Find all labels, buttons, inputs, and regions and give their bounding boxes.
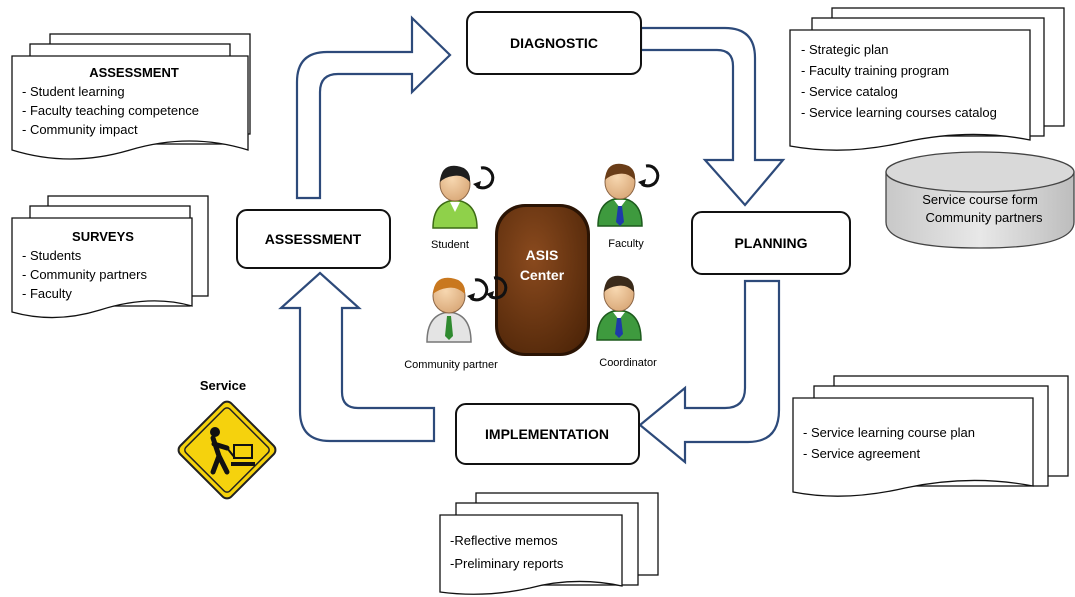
community-partner-label: Community partner [404,359,498,371]
service-sign-label: Service [200,378,246,393]
planning-output-item: - Service agreement [803,446,920,461]
assessment-doc-item: - Faculty teaching competence [22,103,199,118]
asis-center-line2: Center [520,267,565,283]
student-label: Student [431,239,469,251]
diagnostic-output-item: - Service learning courses catalog [801,105,997,120]
stage-implementation-label: IMPLEMENTATION [485,426,609,442]
service-sign-icon [177,400,277,500]
surveys-doc-item: - Faculty [22,286,72,301]
community-partner-avatar [426,277,489,343]
database-cylinder: Service course form Community partners [885,151,1075,249]
diagnostic-output-item: - Service catalog [801,84,898,99]
surveys-document-stack: SURVEYS - Students - Community partners … [11,195,209,319]
coordinator-label: Coordinator [599,357,657,369]
diagnostic-outputs-document-stack: - Strategic plan - Faculty training prog… [789,7,1065,151]
database-line1: Service course form [922,192,1038,207]
assessment-document-stack: ASSESSMENT - Student learning - Faculty … [11,33,251,160]
coordinator-rotate-icon [489,276,508,300]
asis-center-table: ASIS Center [495,204,590,356]
arrow-assessment-to-diagnostic [295,15,452,200]
student-rotate-icon [476,166,495,190]
coordinator-avatar [596,275,642,341]
planning-output-item: - Service learning course plan [803,425,975,440]
arrow-implementation-to-assessment [278,271,436,443]
asis-center-line1: ASIS [526,247,559,263]
assessment-doc-item: - Student learning [22,84,125,99]
stage-planning-label: PLANNING [734,235,807,251]
assessment-doc-title: ASSESSMENT [89,65,179,80]
arrow-diagnostic-to-planning [639,26,786,207]
diagnostic-output-item: - Strategic plan [801,42,888,57]
implementation-outputs-document-stack: -Reflective memos -Preliminary reports [439,492,659,595]
assessment-doc-item: - Community impact [22,122,138,137]
stage-assessment-label: ASSESSMENT [265,231,362,247]
student-avatar [432,165,495,229]
implementation-output-item: -Preliminary reports [450,556,564,571]
stage-diagnostic-label: DIAGNOSTIC [510,35,598,51]
surveys-doc-title: SURVEYS [72,229,134,244]
faculty-rotate-icon [641,164,660,188]
stage-assessment: ASSESSMENT [236,209,391,269]
planning-outputs-document-stack: - Service learning course plan - Service… [792,375,1069,497]
community-partner-rotate-icon [470,278,489,302]
diagnostic-output-item: - Faculty training program [801,63,949,78]
surveys-doc-item: - Students [22,248,82,263]
faculty-label: Faculty [608,238,644,250]
arrow-planning-to-implementation [638,279,781,465]
stage-implementation: IMPLEMENTATION [455,403,640,465]
stage-diagnostic: DIAGNOSTIC [466,11,642,75]
faculty-avatar [597,163,660,227]
stage-planning: PLANNING [691,211,851,275]
implementation-output-item: -Reflective memos [450,533,558,548]
surveys-doc-item: - Community partners [22,267,147,282]
database-line2: Community partners [925,210,1043,225]
